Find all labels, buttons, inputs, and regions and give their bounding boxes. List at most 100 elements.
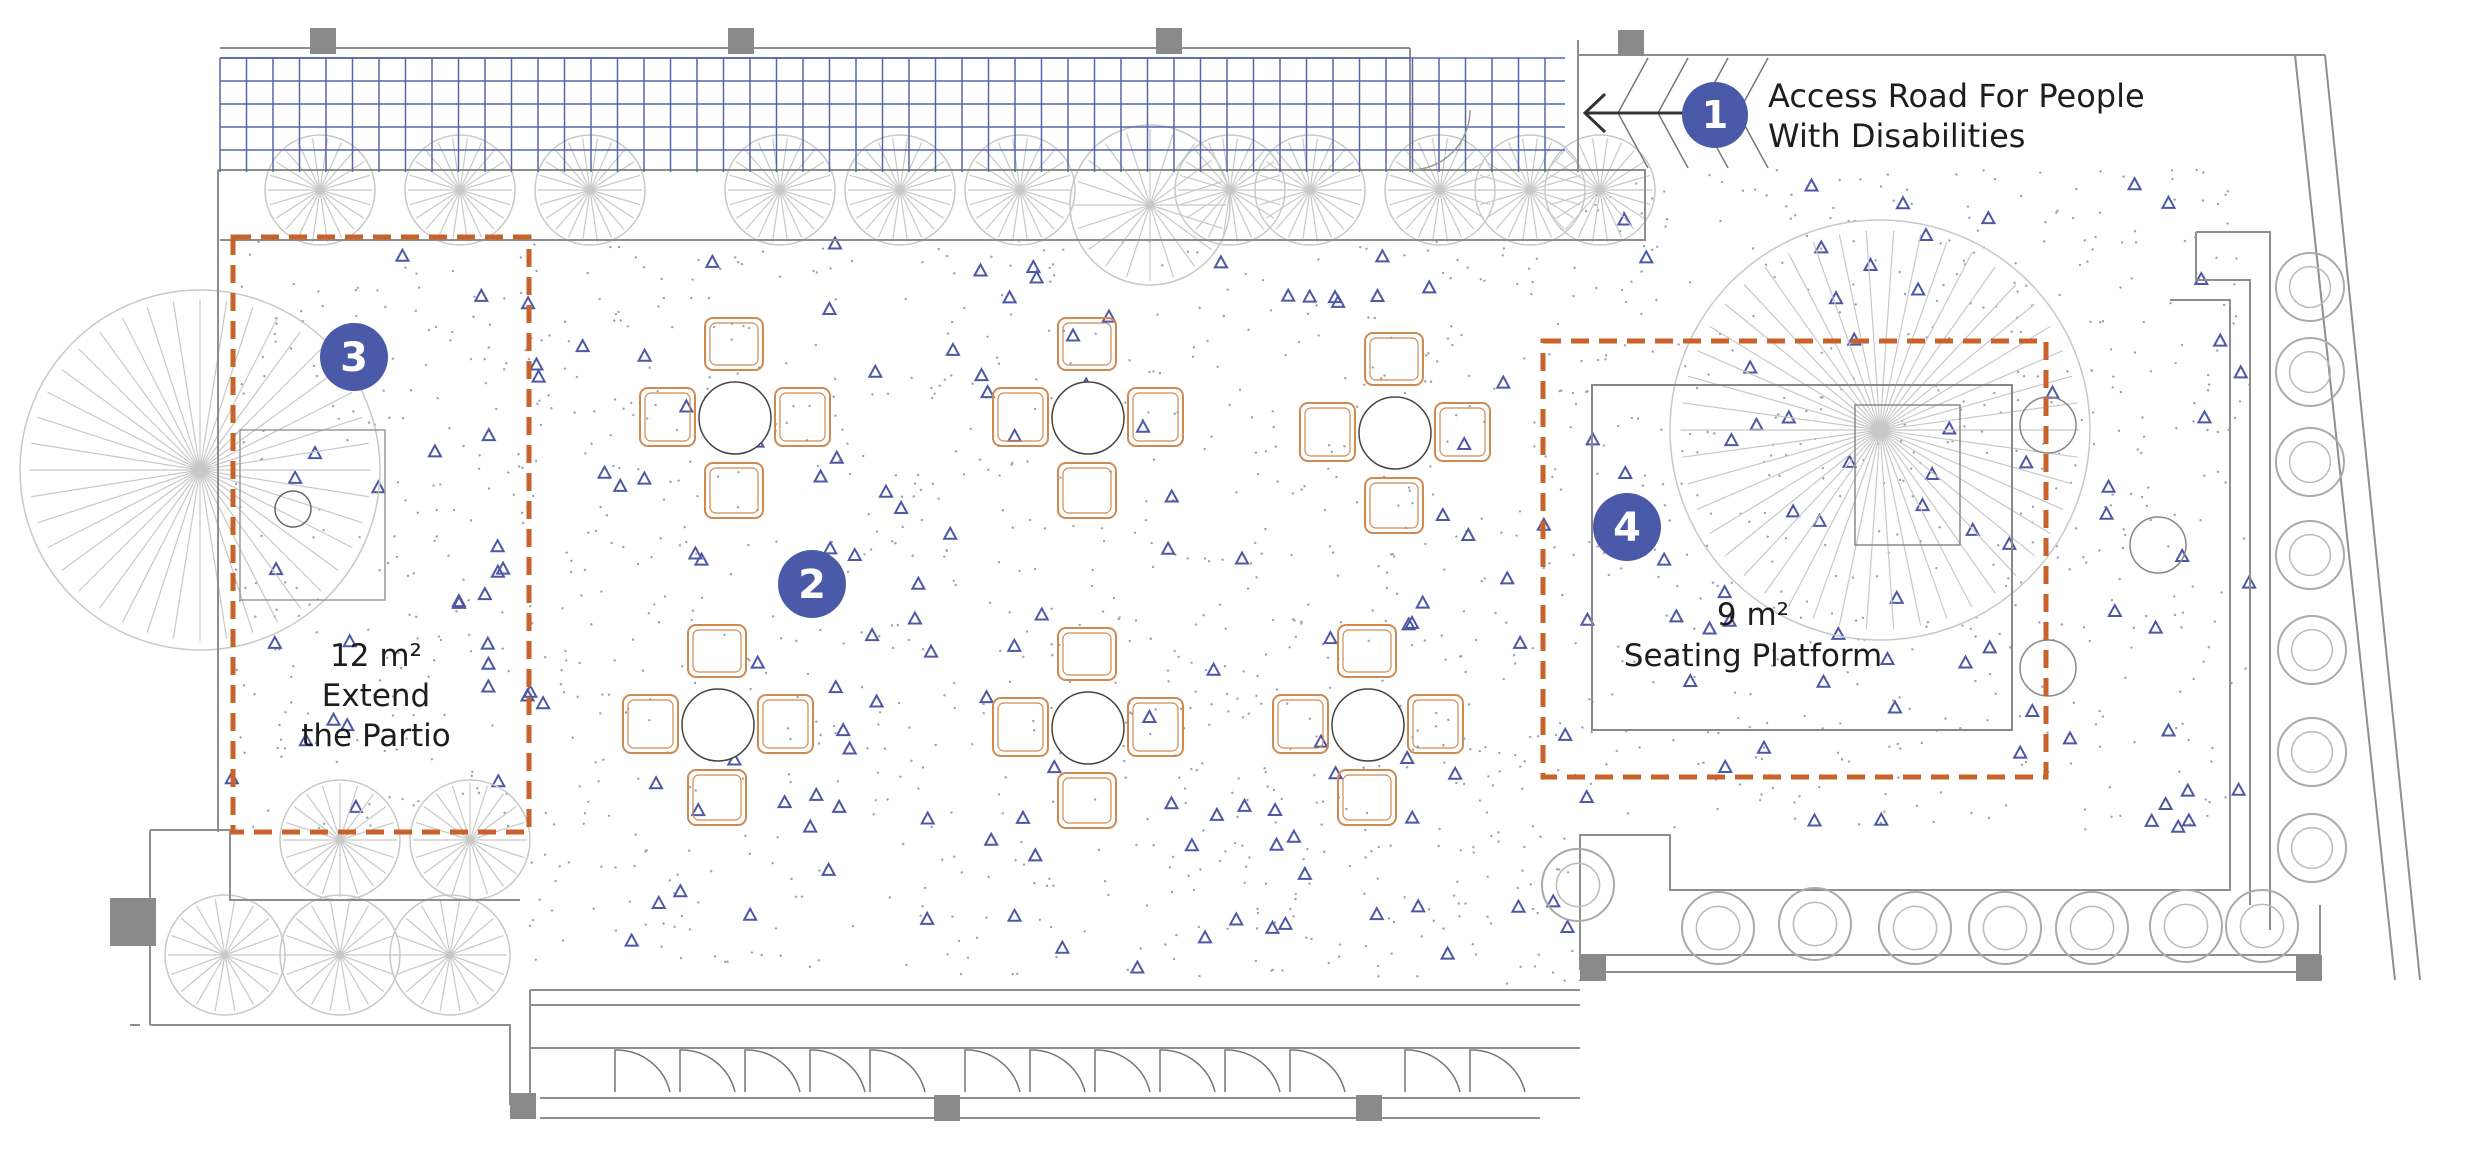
paving-dot — [242, 441, 245, 444]
paving-dot — [1190, 767, 1193, 771]
paving-dot — [637, 777, 640, 780]
chair-icon — [992, 697, 1049, 757]
paving-dot — [1218, 859, 1222, 863]
tree-branch — [224, 954, 279, 976]
paving-dot — [618, 466, 621, 470]
paving-dot — [1190, 661, 1193, 664]
paving-dot — [1752, 314, 1755, 318]
badge-number-2: 2 — [798, 562, 826, 608]
paving-dot — [1363, 383, 1366, 386]
paving-dot — [1250, 416, 1254, 419]
tree-branch — [1125, 204, 1151, 278]
paving-dot — [1588, 540, 1591, 544]
paving-dot — [1055, 955, 1058, 959]
tree-canopy-icon — [1254, 134, 1366, 246]
paving-dot — [1709, 512, 1713, 515]
paving-dot — [559, 683, 563, 686]
door-swing-icon — [1289, 1049, 1346, 1093]
tree-branch — [1724, 303, 1881, 431]
paving-dot — [1910, 202, 1913, 206]
paving-dot — [794, 895, 798, 898]
paving-dot — [567, 861, 571, 864]
paving-dot — [529, 605, 532, 608]
paving-dot — [901, 525, 904, 529]
paving-dot — [943, 555, 946, 558]
paving-triangle — [1941, 420, 1957, 435]
paving-dot — [1909, 467, 1913, 470]
tree-canopy-icon — [964, 134, 1076, 246]
paving-triangle — [648, 775, 664, 790]
paving-triangle — [535, 695, 551, 710]
tree-branch — [849, 189, 901, 206]
paving-dot — [563, 367, 567, 370]
chair-seat — [1342, 774, 1392, 821]
paving-dot — [2054, 487, 2058, 490]
tree-branch — [319, 161, 365, 191]
paving-dot — [1589, 782, 1593, 786]
tree-branch — [172, 301, 201, 471]
tree-branch — [1599, 189, 1651, 206]
paving-dot — [966, 956, 970, 959]
paving-dot — [399, 666, 403, 670]
paving-dot — [1998, 632, 2001, 636]
paving-triangle — [973, 367, 990, 382]
paving-dot — [2069, 762, 2073, 765]
paving-triangle — [820, 861, 837, 876]
paving-dot — [748, 659, 751, 662]
round-shrub-icon — [2275, 427, 2345, 497]
paving-triangle — [325, 711, 342, 726]
paving-dot — [1879, 821, 1883, 825]
paving-dot — [451, 330, 454, 334]
paving-dot — [355, 314, 358, 318]
paving-dot — [644, 923, 648, 926]
round-shrub-icon — [2275, 520, 2345, 590]
paving-dot — [1423, 639, 1426, 642]
paving-dot — [1194, 623, 1198, 626]
paving-dot — [2055, 211, 2058, 214]
paving-dot — [708, 376, 711, 379]
paving-dot — [1238, 388, 1242, 391]
paving-dot — [443, 713, 446, 717]
tree-branch — [1879, 429, 1922, 626]
column-block — [1618, 30, 1644, 56]
paving-dot — [1327, 443, 1331, 447]
paving-dot — [1158, 371, 1162, 375]
tree-branch — [1549, 189, 1601, 206]
paving-dot — [952, 855, 956, 858]
annotation-1-label-line-2: With Disabilities — [1768, 117, 2025, 155]
paving-dot — [289, 701, 293, 704]
paving-dot — [894, 474, 898, 477]
paving-dot — [1489, 922, 1493, 925]
paving-dot — [1320, 823, 1323, 826]
paving-dot — [1397, 504, 1400, 507]
paving-dot — [597, 780, 600, 783]
paving-dot — [1059, 476, 1062, 479]
paving-dot — [1025, 630, 1029, 633]
paving-dot — [368, 803, 371, 806]
paving-dot — [1780, 590, 1783, 593]
paving-dot — [1548, 353, 1551, 356]
paving-dot — [2117, 429, 2121, 433]
paving-dot — [1464, 902, 1467, 905]
tree-branch — [171, 954, 226, 976]
tree-branch — [1485, 161, 1531, 191]
paving-dot — [2042, 240, 2046, 243]
paving-dot — [1008, 680, 1012, 683]
paving-dot — [1518, 510, 1522, 513]
paving-triangle — [530, 368, 547, 383]
paving-dot — [1805, 234, 1809, 238]
shrub-inner — [1892, 905, 1938, 951]
door-swing-icon — [1409, 109, 1471, 171]
shrub-outline — [2277, 615, 2347, 685]
paving-dot — [886, 392, 890, 395]
paving-dot — [1033, 407, 1037, 411]
paving-dot — [512, 493, 516, 496]
paving-dot — [2130, 277, 2133, 280]
paving-dot — [543, 853, 547, 856]
paving-dot — [2101, 715, 2105, 718]
paving-dot — [730, 338, 733, 341]
paving-dot — [1874, 259, 1877, 262]
tree-branch — [1439, 189, 1475, 230]
paving-dot — [2108, 786, 2112, 789]
paving-dot — [1764, 263, 1768, 266]
